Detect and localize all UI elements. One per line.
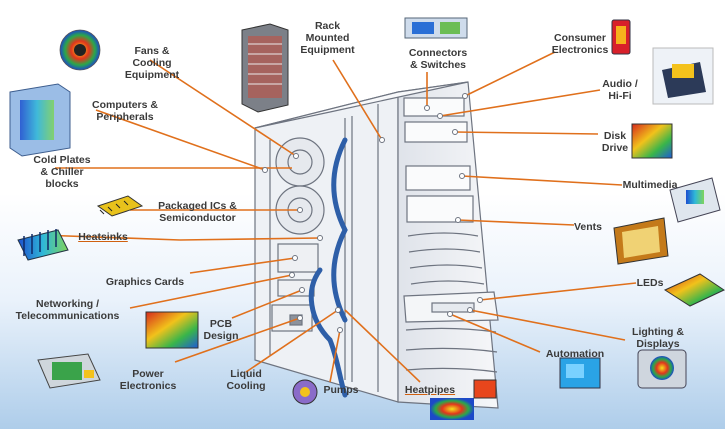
consumer-electronics-image: [611, 19, 631, 55]
label-packaged: Packaged ICs & Semiconductor: [158, 200, 237, 224]
label-rack: Rack Mounted Equipment: [300, 20, 355, 56]
rack-equipment-image: [241, 23, 289, 113]
multimedia-image: [669, 177, 721, 223]
label-liquid: Liquid Cooling: [226, 368, 266, 392]
label-power: Power Electronics: [119, 368, 177, 392]
liquid-cooling-tubes: [308, 137, 348, 398]
label-graphics: Graphics Cards: [105, 276, 185, 288]
leader-lines: [39, 51, 637, 383]
pumps-image: [292, 379, 318, 405]
label-consumer: Consumer Electronics: [551, 32, 609, 56]
audio-hifi-image: [652, 47, 714, 105]
heatpipes-image: [430, 379, 497, 420]
heatsink-image: [17, 229, 69, 261]
power-electronics-image: [37, 353, 101, 389]
label-connectors: Connectors & Switches: [408, 47, 468, 71]
label-automation: Automation: [545, 348, 605, 360]
label-disk: Disk Drive: [601, 130, 629, 154]
disk-drive-image: [631, 123, 673, 159]
automation-image: [559, 357, 601, 389]
label-lighting: Lighting & Displays: [632, 326, 684, 350]
label-networking: Networking / Telecommunications: [15, 298, 120, 322]
leader-dots: [262, 93, 483, 333]
label-audio: Audio / Hi-Fi: [602, 78, 638, 102]
label-heatpipes: Heatpipes: [404, 384, 456, 396]
ic-chip-image: [96, 195, 144, 217]
label-multimedia: Multimedia: [622, 179, 678, 191]
lighting-image: [637, 349, 687, 389]
label-coldplates: Cold Plates & Chiller blocks: [33, 154, 91, 190]
connectors-image: [404, 17, 468, 39]
label-heatsinks: Heatsinks: [78, 231, 128, 243]
pcb-image: [145, 311, 199, 349]
label-fans: Fans & Cooling Equipment: [124, 45, 180, 81]
vents-image: [613, 217, 669, 265]
label-leds: LEDs: [636, 277, 664, 289]
fan-simulation-image: [59, 29, 101, 71]
label-pcb: PCB Design: [203, 318, 239, 342]
label-computers: Computers & Peripherals: [92, 99, 158, 123]
label-vents: Vents: [573, 221, 602, 233]
leds-image: [663, 273, 725, 307]
label-pumps: Pumps: [323, 384, 359, 396]
computer-case-image: [9, 83, 71, 157]
